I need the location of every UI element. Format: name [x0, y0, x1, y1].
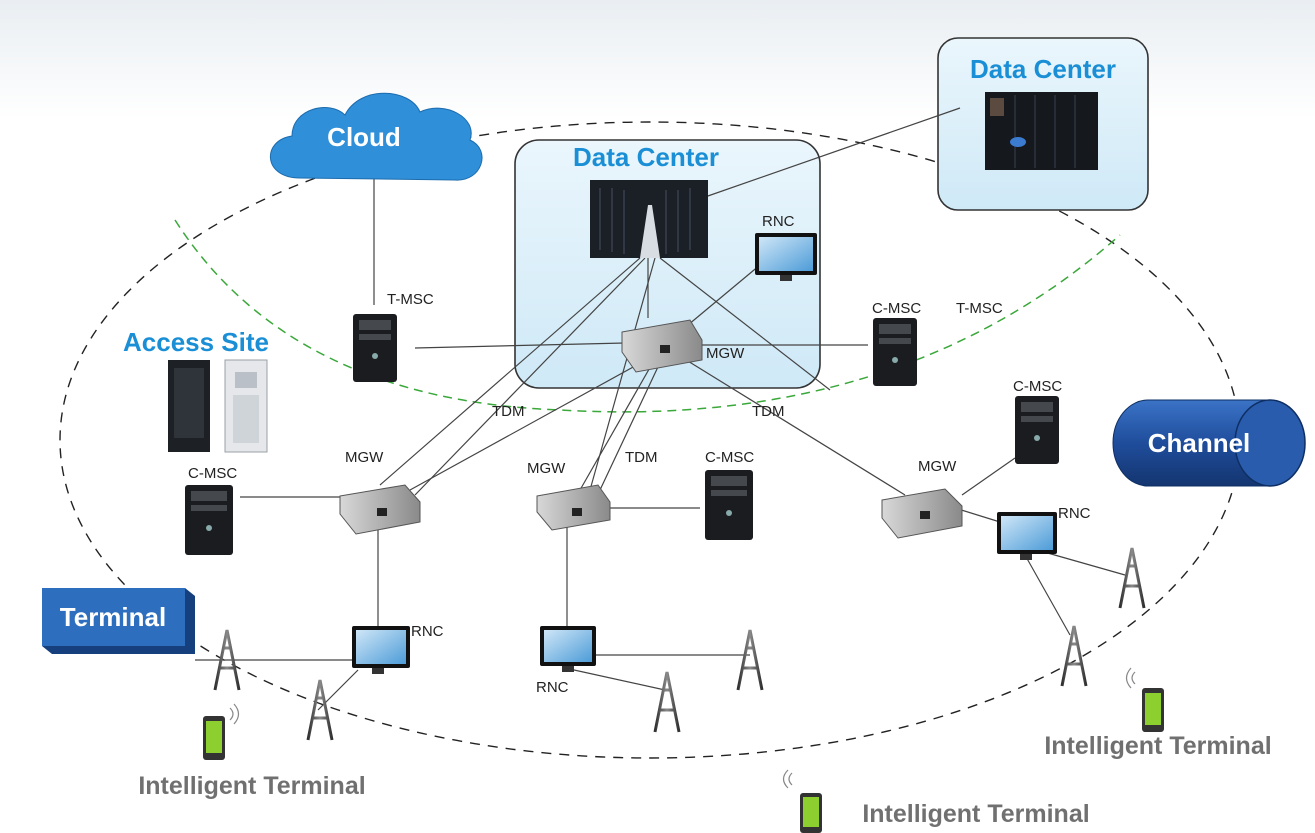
tower-icons	[213, 547, 1146, 741]
core-region-arc	[174, 219, 1121, 413]
tdm-right-label: TDM	[752, 403, 785, 420]
t-msc-top-right-label: T-MSC	[956, 300, 1003, 317]
smartphone-icon-left	[203, 703, 240, 760]
server-icon-c-msc-right	[1015, 396, 1059, 464]
terminal-label: Terminal	[60, 602, 166, 632]
c-msc-center-label: C-MSC	[705, 449, 754, 466]
tdm-mid-label: TDM	[625, 449, 658, 466]
c-msc-top-right-label: C-MSC	[872, 300, 921, 317]
mgw-mid-label: MGW	[527, 460, 566, 477]
c-msc-left-label: C-MSC	[188, 465, 237, 482]
access-site-cabinets-icon	[168, 359, 268, 453]
tower-icon-1	[213, 629, 241, 691]
mgw-icon-mid	[536, 484, 611, 531]
tdm-left-label: TDM	[492, 403, 525, 420]
mgw-right-label: MGW	[918, 458, 957, 475]
rnc-dc-label: RNC	[762, 213, 795, 230]
server-icon-t-msc-left	[353, 314, 397, 382]
rnc-monitor-icon-center	[540, 626, 596, 672]
cloud-label: Cloud	[327, 122, 401, 152]
connection-lines	[195, 107, 1126, 711]
intelligent-terminal-right-label: Intelligent Terminal	[1044, 732, 1271, 760]
server-icon-c-msc-center	[705, 470, 753, 540]
channel-label: Channel	[1148, 428, 1251, 458]
rnc-right-label: RNC	[1058, 505, 1091, 522]
smartphone-icon-right	[1125, 667, 1164, 732]
rnc-monitor-icon-dc	[755, 233, 817, 281]
intelligent-terminal-bottom-label: Intelligent Terminal	[862, 800, 1089, 828]
t-msc-left-label: T-MSC	[387, 291, 434, 308]
rnc-monitor-icon-right	[997, 512, 1057, 560]
mgw-icon-right	[881, 488, 963, 539]
mgw-icon-left	[339, 484, 421, 535]
tower-icon-5	[1118, 547, 1146, 609]
smartphone-icon-bottom	[782, 769, 822, 833]
data-center-main-label: Data Center	[573, 142, 719, 172]
mgw-center-label: MGW	[706, 345, 745, 362]
tower-icon-3	[736, 629, 764, 691]
cloud-icon	[269, 92, 483, 181]
access-site-label: Access Site	[123, 327, 269, 357]
c-msc-right-label: C-MSC	[1013, 378, 1062, 395]
intelligent-terminal-left-label: Intelligent Terminal	[138, 772, 365, 800]
mgw-icon-center	[621, 319, 703, 373]
rnc-left-label: RNC	[411, 623, 444, 640]
tower-icon-4	[653, 671, 681, 733]
data-center-main-image	[590, 180, 708, 258]
rnc-center-label: RNC	[536, 679, 569, 696]
tower-icon-6	[1060, 625, 1088, 687]
terminal-box-icon	[42, 588, 195, 654]
server-icon-c-msc-top-right	[873, 318, 917, 386]
data-center-remote-label: Data Center	[970, 54, 1116, 84]
rnc-monitor-icon-left	[352, 626, 410, 674]
tower-icon-2	[306, 679, 334, 741]
server-icon-c-msc-left	[185, 485, 233, 555]
mgw-left-label: MGW	[345, 449, 384, 466]
data-center-remote-image	[985, 92, 1098, 170]
channel-cylinder-icon	[1112, 399, 1306, 487]
